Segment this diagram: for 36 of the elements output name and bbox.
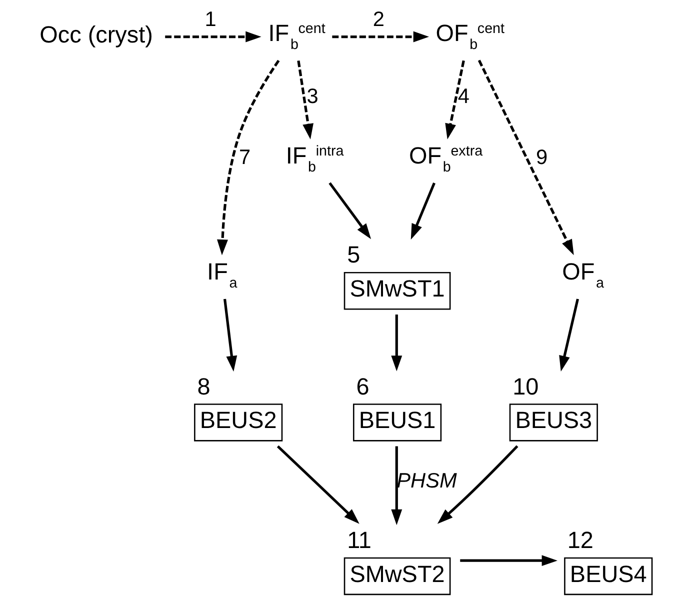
edge-label: 3 xyxy=(306,84,318,108)
arrow xyxy=(391,446,402,526)
edge-label: 2 xyxy=(372,8,385,32)
arrow xyxy=(223,298,238,372)
edge-label: 7 xyxy=(238,146,251,170)
arrow xyxy=(478,60,574,256)
arrow xyxy=(410,182,436,240)
arrow xyxy=(297,60,314,140)
arrow xyxy=(217,60,280,256)
node-text: OF$_{a}$ xyxy=(562,258,604,292)
arrow xyxy=(165,31,262,42)
arrow xyxy=(328,182,372,240)
edge-label: 1 xyxy=(204,8,216,32)
arrow xyxy=(437,445,518,524)
node-label: 8 xyxy=(197,373,210,400)
node-text: IF$_{a}$ xyxy=(207,258,238,292)
node-label: 11 xyxy=(347,527,372,554)
node-box: SMwST1 xyxy=(344,272,451,310)
node-text: Occ (cryst) xyxy=(40,22,153,48)
node-box: BEUS2 xyxy=(194,404,283,442)
node-label: 5 xyxy=(347,242,360,268)
node-label: 6 xyxy=(356,373,370,400)
node-label: 12 xyxy=(567,527,594,554)
arrow xyxy=(445,60,465,140)
arrow xyxy=(559,298,579,372)
arrow xyxy=(276,445,360,524)
node-box: BEUS1 xyxy=(353,404,442,442)
edge-label: 9 xyxy=(536,146,548,170)
edge-label: 4 xyxy=(458,84,470,108)
node-box: BEUS4 xyxy=(564,557,653,596)
arrow xyxy=(460,555,558,566)
arrow xyxy=(391,314,402,372)
node-label: 10 xyxy=(512,373,539,400)
node-box: SMwST2 xyxy=(344,557,451,596)
arrow xyxy=(332,31,430,42)
node-box: BEUS3 xyxy=(509,404,598,442)
